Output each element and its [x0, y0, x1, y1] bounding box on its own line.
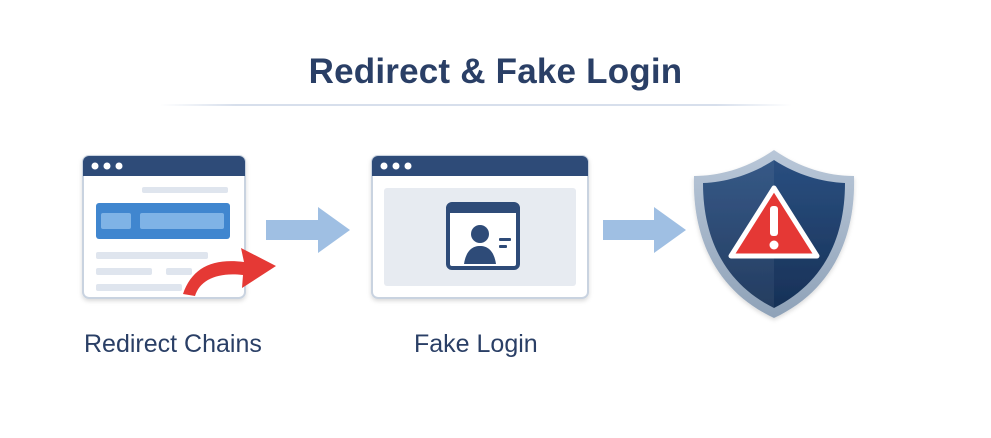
flow-arrow-icon	[603, 207, 686, 253]
step-label-redirect-chains: Redirect Chains	[84, 330, 262, 358]
flow-arrow-icon	[266, 207, 350, 253]
diagram-title: Redirect & Fake Login	[308, 52, 683, 91]
title-underline	[160, 104, 792, 106]
browser-redirect-icon	[82, 155, 246, 299]
step-label-fake-login: Fake Login	[414, 330, 538, 358]
redirect-arrow-icon	[183, 248, 276, 296]
shield-warning-icon	[693, 150, 855, 318]
browser-login-icon	[371, 155, 589, 299]
